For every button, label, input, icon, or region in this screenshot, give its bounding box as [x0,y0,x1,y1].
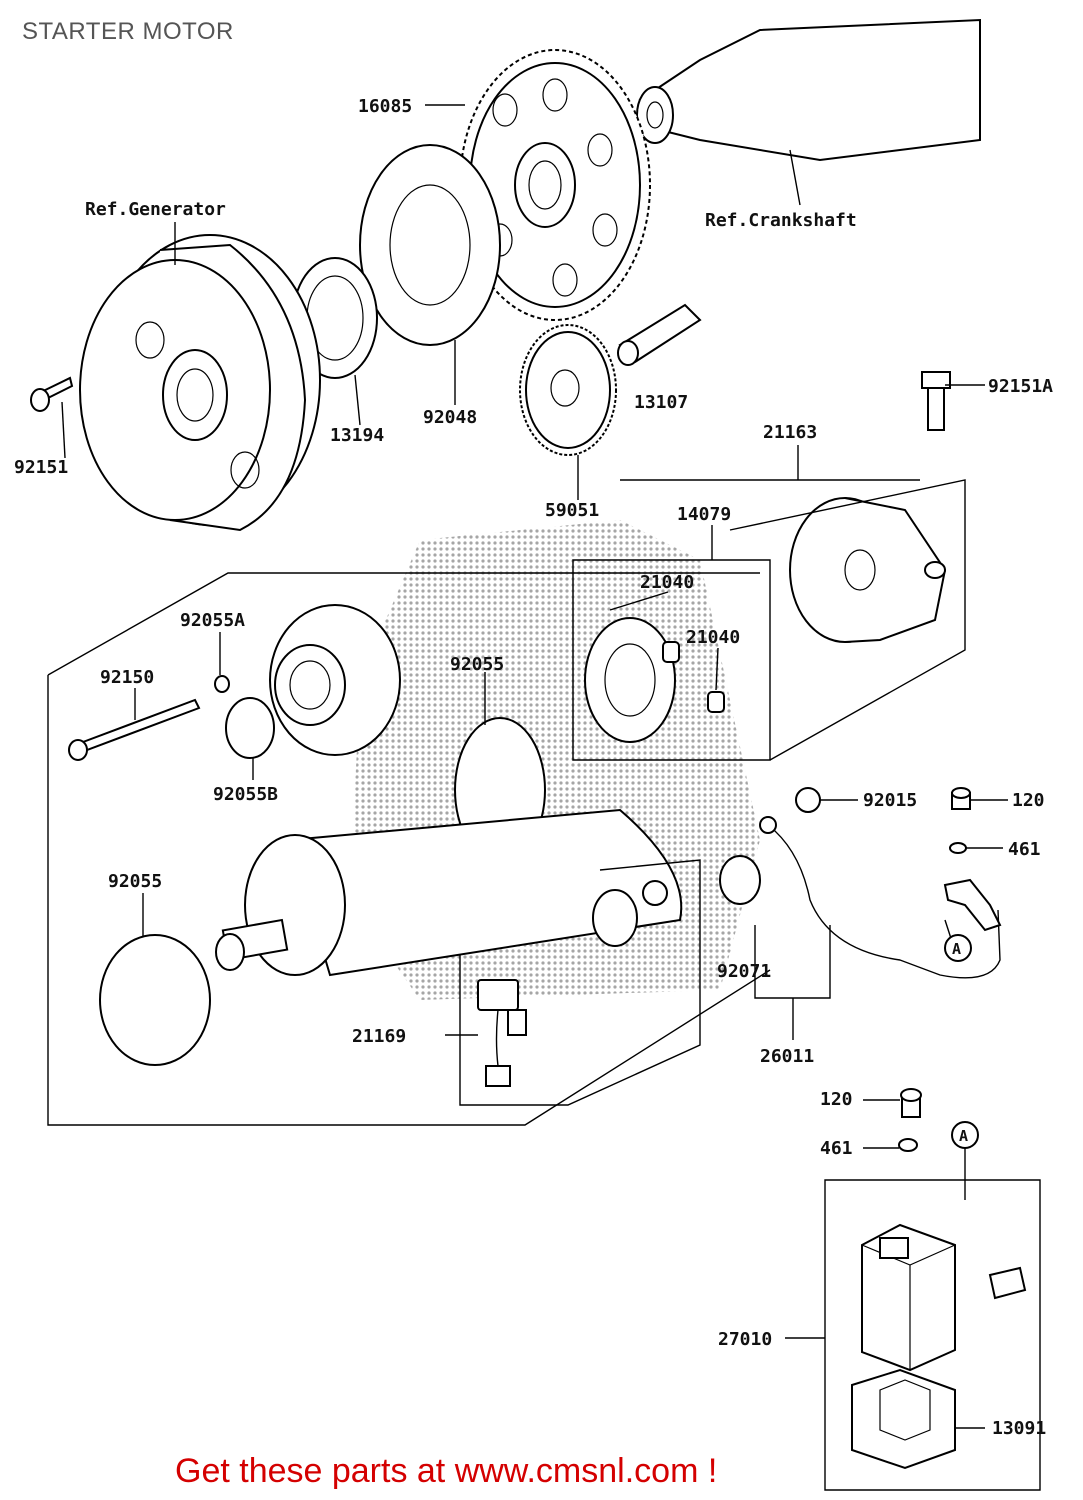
terminal-washer [592,889,638,947]
bracket [943,878,1002,932]
part-label-120-upper: 120 [1012,790,1045,811]
bolt-92151 [30,376,74,412]
part-label-461-upper: 461 [1008,839,1041,860]
marker-a-upper: A [944,934,972,962]
part-label-14079: 14079 [677,504,731,525]
part-label-92151: 92151 [14,457,68,478]
bolt-120-lower [900,1088,922,1118]
cap-92071 [719,855,761,905]
part-label-92055B: 92055B [213,784,278,805]
starter-clutch-gear [459,49,651,321]
marker-a-lower: A [951,1121,979,1149]
ref-crankshaft-label: Ref.Crankshaft [705,210,857,231]
starter-relay [861,1223,956,1372]
part-label-92048: 92048 [423,407,477,428]
brush-set [477,979,527,1087]
generator-rotor [79,234,321,532]
part-label-120-lower: 120 [820,1089,853,1110]
marker-a-lower-label: A [959,1127,968,1145]
part-label-21169: 21169 [352,1026,406,1047]
part-label-92150: 92150 [100,667,154,688]
part-label-26011: 26011 [760,1046,814,1067]
group-frame-cover [729,479,966,761]
part-label-27010: 27010 [718,1329,772,1350]
part-label-92055-lower: 92055 [108,871,162,892]
o-ring-92055B [225,697,275,759]
clutch-plate [359,144,501,346]
o-ring-92055-lower [99,934,211,1066]
group-frame-brush [572,559,771,761]
ground-lead [767,824,1001,979]
footer-link-banner[interactable]: Get these parts at www.cmsnl.com ! [175,1452,718,1490]
bolt-120-upper [951,787,971,810]
part-label-92055A: 92055A [180,610,245,631]
part-label-13091: 13091 [992,1418,1046,1439]
nut-92015 [795,787,821,813]
part-label-13194: 13194 [330,425,384,446]
group-frame-relay [824,1179,1041,1491]
part-label-92055-upper: 92055 [450,654,504,675]
part-label-21040-upper: 21040 [640,572,694,593]
relay-cover [851,1368,956,1470]
washer-461-lower [898,1138,918,1152]
brush-holder [584,617,725,743]
starter-motor-body [215,808,683,977]
cable-end [759,816,777,834]
through-bolt [68,698,201,761]
idler-gear [519,324,617,456]
part-label-13107: 13107 [634,392,688,413]
leader-lines [61,104,1008,1429]
part-label-21040-lower: 21040 [686,627,740,648]
idler-shaft [617,303,702,366]
group-frame-brushset [459,859,701,1106]
crankshaft-drawing [636,18,981,162]
starter-cover [789,497,947,643]
part-label-92071: 92071 [717,961,771,982]
group-frame-motor [47,572,771,1126]
fuse [988,1266,1027,1300]
page-title: STARTER MOTOR [22,18,234,45]
part-label-16085: 16085 [358,96,412,117]
part-label-461-lower: 461 [820,1138,853,1159]
part-label-21163: 21163 [763,422,817,443]
part-label-92015: 92015 [863,790,917,811]
front-cover [269,604,401,756]
marker-a-upper-label: A [952,940,961,958]
bolt-92151A [921,371,951,431]
o-ring-92055A [214,675,230,693]
washer-461-upper [949,842,967,854]
part-label-92151A: 92151A [988,376,1053,397]
terminal-nut [642,880,668,906]
ref-generator-label: Ref.Generator [85,199,226,220]
part-label-59051: 59051 [545,500,599,521]
